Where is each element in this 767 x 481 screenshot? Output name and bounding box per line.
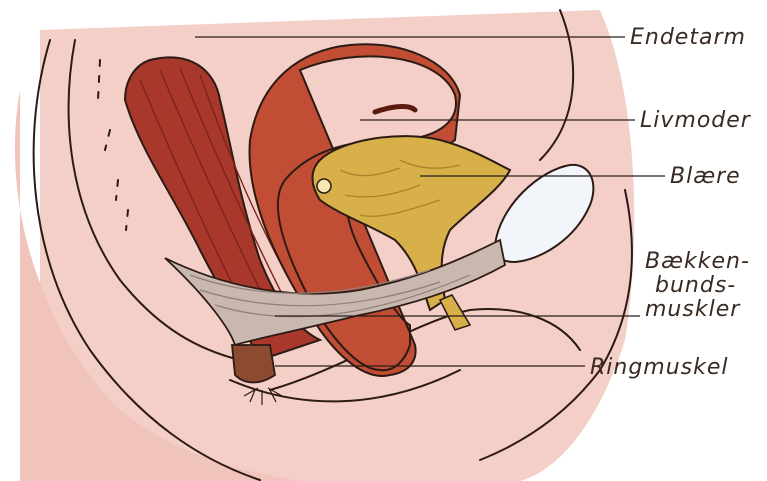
label-uterus: Livmoder xyxy=(640,108,752,133)
label-bladder: Blære xyxy=(670,164,741,189)
label-rectum: Endetarm xyxy=(630,25,746,50)
label-pelvic-floor-line2: bunds- xyxy=(655,273,736,298)
sphincter-muscle xyxy=(232,345,275,383)
label-pelvic-floor-line3: muskler xyxy=(645,297,741,322)
label-pelvic-floor-line1: Bækken- xyxy=(645,249,750,274)
label-sphincter: Ringmuskel xyxy=(590,355,729,380)
ureter-opening xyxy=(317,179,331,193)
